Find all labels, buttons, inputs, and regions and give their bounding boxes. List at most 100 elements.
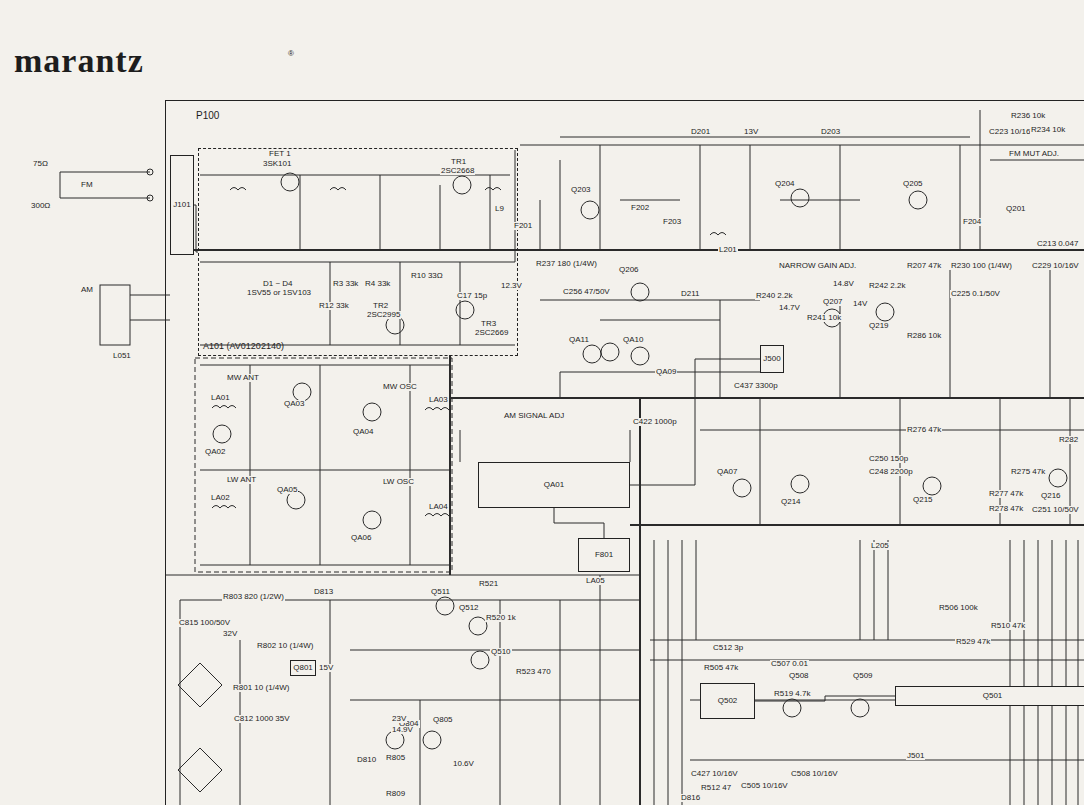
coil-symbols: [212, 188, 726, 517]
diode-bridge: [178, 663, 222, 707]
component-label: LA01: [210, 394, 231, 402]
component-label: LW OSC: [382, 478, 415, 486]
component-label: R512 47: [700, 784, 732, 792]
component-label: 300Ω: [30, 202, 51, 210]
component-label: R505 47k: [703, 664, 739, 672]
component-label: QA07: [716, 468, 738, 476]
control-bus: [654, 540, 1078, 805]
component-label: MW ANT: [226, 374, 260, 382]
terminal: [147, 195, 153, 201]
component-label: L205: [870, 542, 890, 550]
component-label: TR2: [372, 302, 389, 310]
component-label: C815 100/50V: [178, 619, 231, 627]
component-label: 2SC2668: [440, 167, 475, 175]
component-label: LA05: [585, 577, 606, 585]
component-label: R802 10 (1/4W): [256, 642, 314, 650]
component-label: R242 2.2k: [868, 282, 906, 290]
component-label: R10 33Ω: [410, 272, 444, 280]
component-label: Q203: [570, 186, 592, 194]
component-label: LA02: [210, 494, 231, 502]
component-label: 3SK101: [262, 160, 292, 168]
component-label: R529 47k: [955, 638, 991, 646]
transistor-symbols: [213, 173, 1067, 749]
component-label: R236 10k: [1010, 112, 1046, 120]
component-label: R523 470: [515, 668, 552, 676]
component-label: QA09: [655, 368, 677, 376]
part-name: Q501: [983, 692, 1003, 700]
part-name: Q801: [293, 664, 313, 672]
component-label: 14.9V: [391, 726, 414, 734]
component-label: R207 47k: [906, 262, 942, 270]
component-label: 10.6V: [452, 760, 475, 768]
component-label: C505 10/16V: [740, 782, 789, 790]
component-label: R234 10k: [1030, 126, 1066, 134]
component-label: Q511: [430, 588, 451, 596]
component-label: D813: [313, 588, 334, 596]
part-name: A101 (AV01202140): [203, 342, 284, 351]
component-label: D203: [820, 128, 841, 136]
component-label: R277 47k: [988, 490, 1024, 498]
component-label: 32V: [222, 630, 238, 638]
component-label: R809: [385, 790, 406, 798]
component-label: R286 10k: [906, 332, 942, 340]
component-label: 12.3V: [500, 282, 523, 290]
component-label: L051: [112, 352, 132, 360]
component-label: C422 1000p: [632, 418, 678, 426]
component-label: C17 15p: [456, 292, 488, 300]
terminal: [147, 169, 153, 175]
component-label: TR3: [480, 320, 497, 328]
part-name: Q502: [718, 697, 738, 705]
part-box: J101: [170, 155, 194, 255]
component-label: Q205: [902, 180, 924, 188]
component-label: R520 1k: [485, 614, 517, 622]
component-label: Q201: [1005, 205, 1027, 213]
component-label: C256 47/50V: [562, 288, 611, 296]
component-label: Q204: [774, 180, 796, 188]
part-box: QA01: [478, 462, 630, 508]
component-label: C508 10/16V: [790, 770, 839, 778]
part-name: F801: [595, 551, 613, 559]
component-label: C437 3300p: [733, 382, 779, 390]
component-label: R241 10k: [806, 314, 842, 322]
component-label: R801 10 (1/4W): [232, 684, 290, 692]
component-label: Q510: [490, 648, 512, 656]
part-box: F801: [578, 538, 630, 572]
component-label: 14.8V: [832, 280, 855, 288]
component-label: LA04: [428, 503, 449, 511]
component-label: R282: [1058, 436, 1079, 444]
component-label: F204: [962, 218, 982, 226]
component-label: C507 0.01: [770, 660, 809, 668]
component-label: R230 100 (1/4W): [950, 262, 1013, 270]
component-label: QA05: [276, 486, 298, 494]
component-label: F203: [662, 218, 682, 226]
component-label: 13V: [743, 128, 759, 136]
component-label: AM SIGNAL ADJ: [503, 412, 565, 420]
component-label: NARROW GAIN ADJ.: [778, 262, 857, 270]
board-frame: P100A101 (AV01202140)QA01F801Q501Q502Q80…: [165, 100, 1084, 805]
component-label: 15V: [318, 664, 334, 672]
component-label: QA03: [283, 400, 305, 408]
component-label: R12 33k: [318, 302, 350, 310]
component-label: FET 1: [268, 150, 292, 158]
component-label: LA03: [428, 396, 449, 404]
component-label: 75Ω: [32, 160, 49, 168]
component-label: D816: [680, 794, 701, 802]
component-label: C812 1000 35V: [233, 715, 291, 723]
component-label: R519 4.7k: [773, 690, 811, 698]
component-label: MW OSC: [382, 383, 418, 391]
part-box: Q501: [895, 686, 1084, 706]
component-label: R506 100k: [938, 604, 979, 612]
component-label: R275 47k: [1010, 468, 1046, 476]
component-label: Q214: [780, 498, 802, 506]
component-label: Q219: [868, 322, 890, 330]
component-label: R3 33k: [332, 280, 359, 288]
component-label: FM MUT ADJ.: [1008, 150, 1060, 158]
part-box: Q502: [700, 683, 755, 719]
component-label: Q215: [912, 496, 934, 504]
component-label: Q207: [822, 298, 844, 306]
component-label: F202: [630, 204, 650, 212]
component-label: QA04: [352, 428, 374, 436]
component-label: F201: [513, 222, 533, 230]
